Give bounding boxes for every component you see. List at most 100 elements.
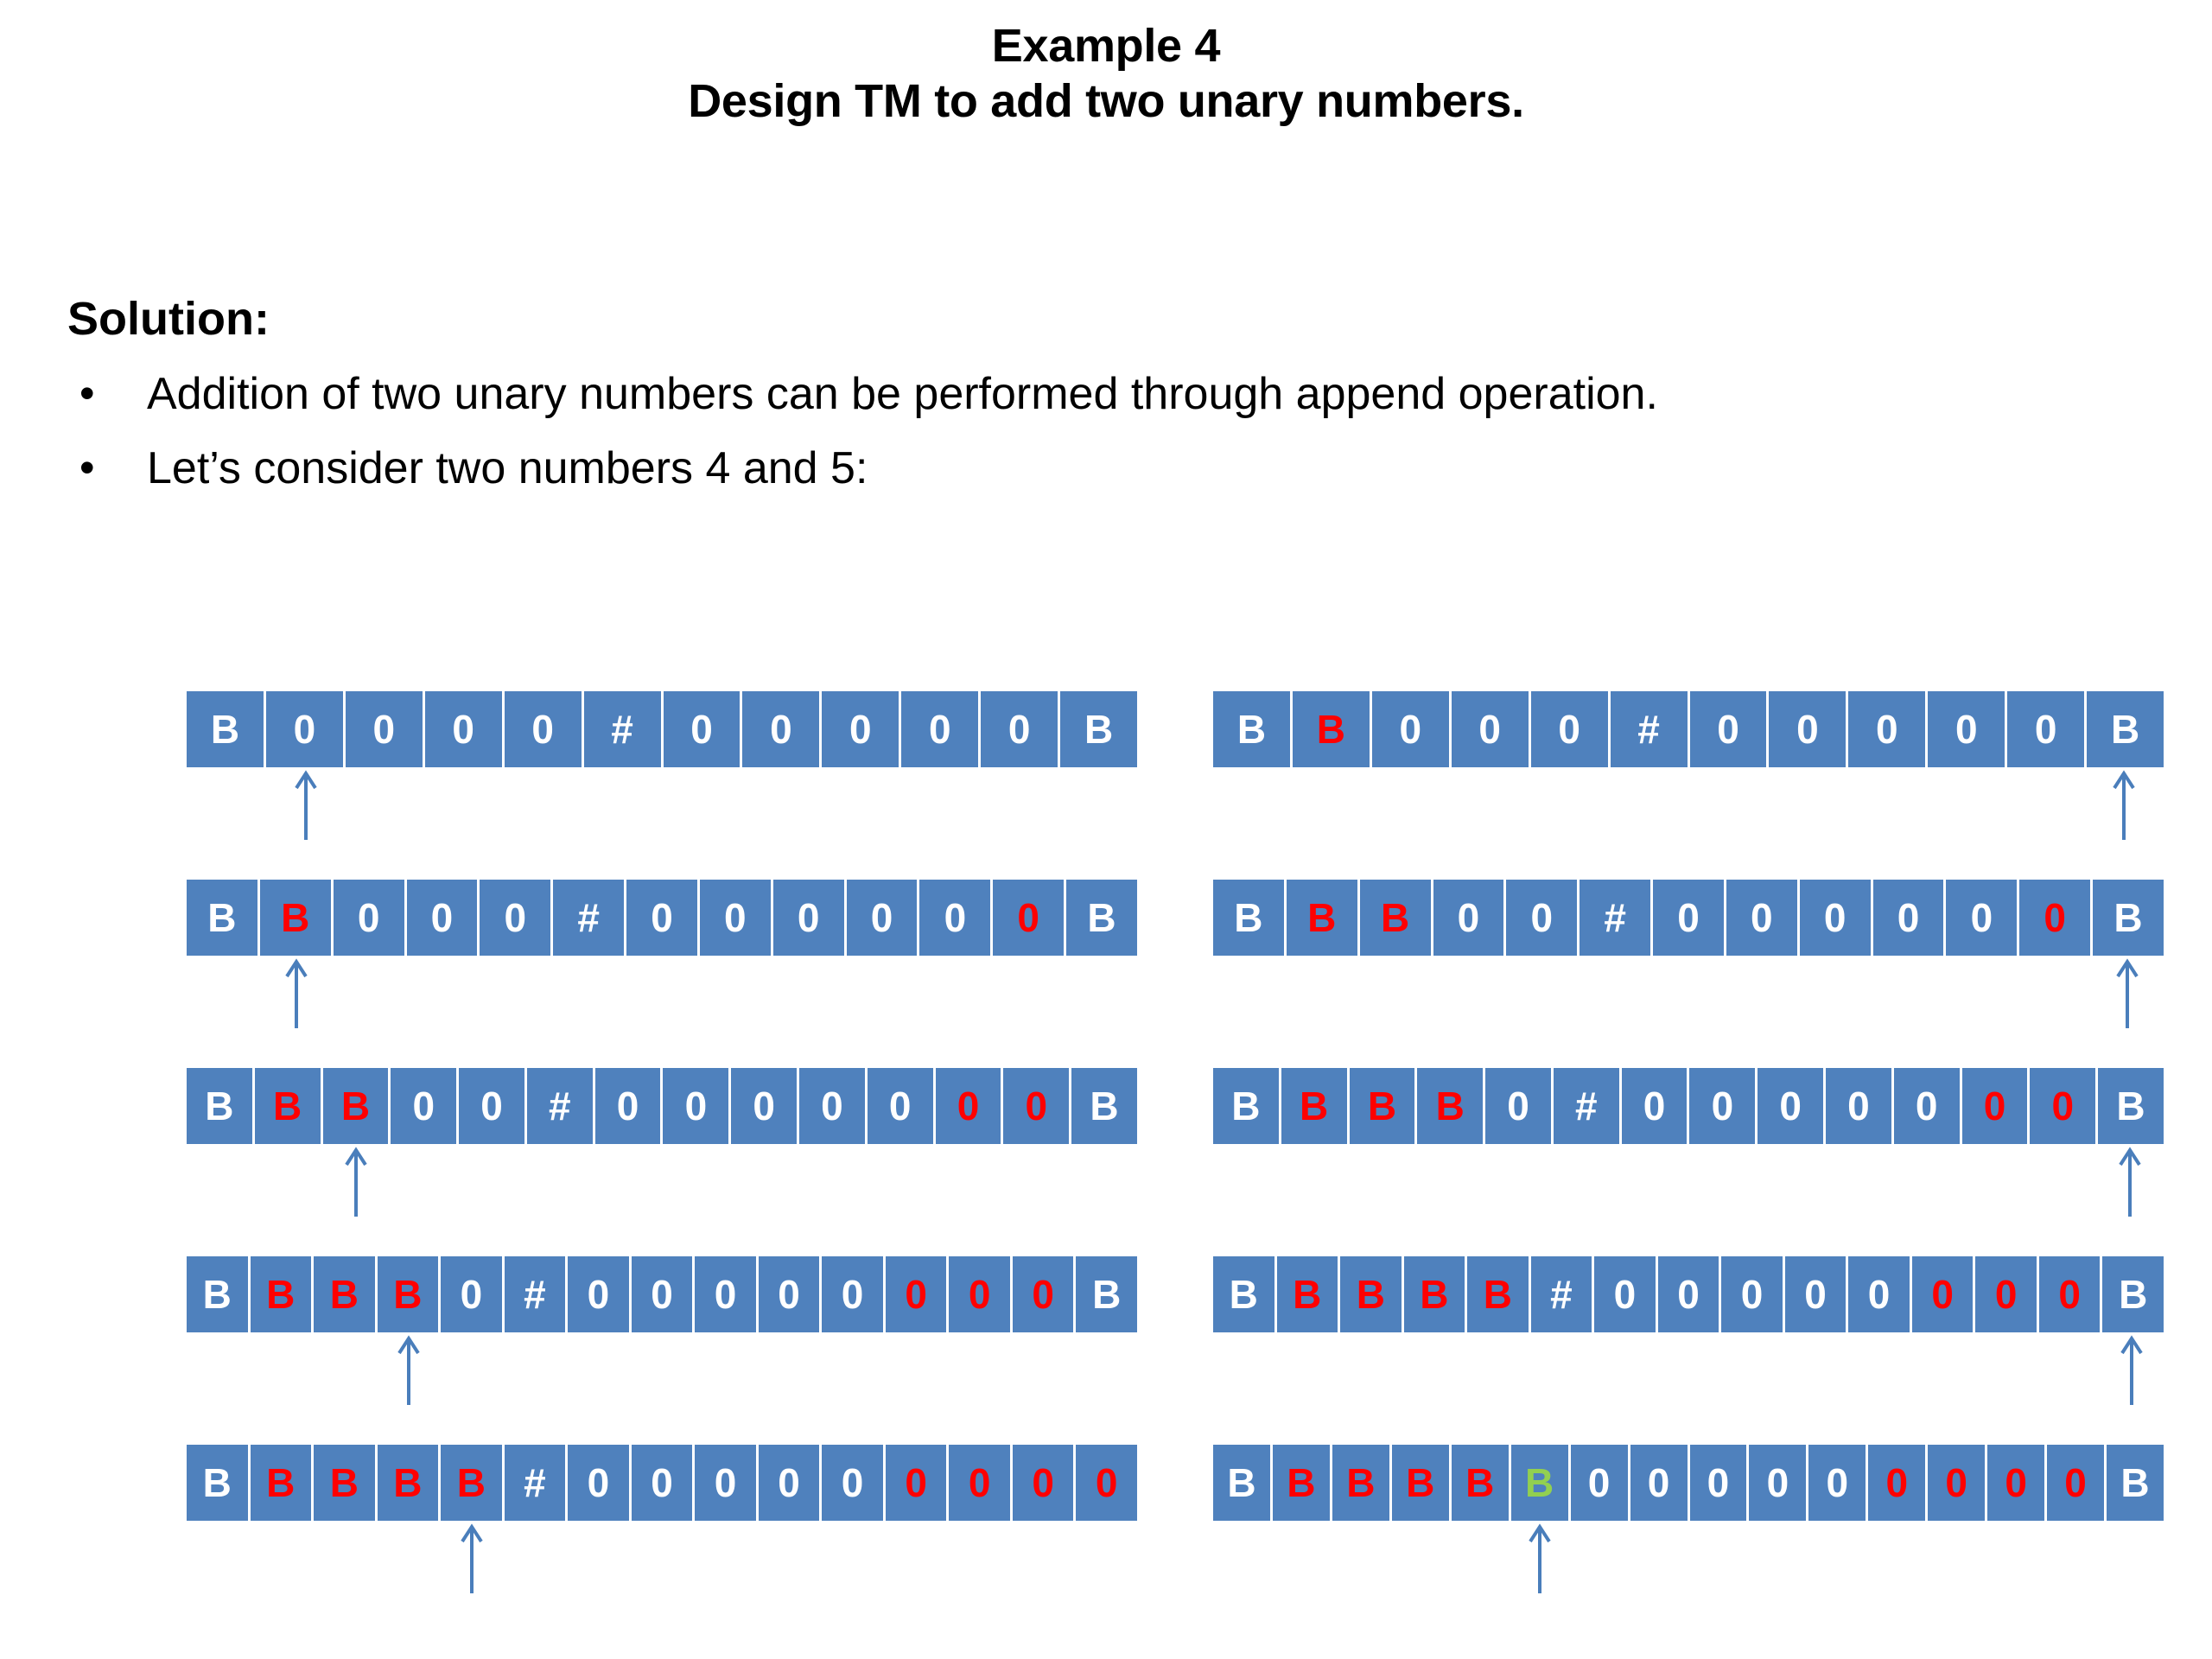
tape-cell: B: [322, 1068, 391, 1144]
tape-cell: B: [1359, 880, 1433, 956]
tape-cell: 0: [2030, 1068, 2099, 1144]
tape-cell: B: [1281, 1068, 1350, 1144]
tape-cell: B: [2093, 880, 2164, 956]
tape-head-pointer-icon: [2114, 1332, 2149, 1405]
tape-cell: 0: [758, 1445, 823, 1521]
bullet-item-2: • Let’s consider two numbers 4 and 5:: [67, 442, 2141, 496]
tape-cell: 0: [1808, 1445, 1869, 1521]
bullet-item-1: • Addition of two unary numbers can be p…: [67, 367, 2141, 422]
tape-cell: #: [1610, 691, 1690, 767]
tape-cell: 0: [901, 691, 982, 767]
tape-cell: 0: [981, 691, 1061, 767]
tape-cell: B: [1332, 1445, 1392, 1521]
tape-cell: 0: [949, 1445, 1013, 1521]
tape-cell: 0: [1657, 1256, 1722, 1332]
tape-cell: 0: [2019, 880, 2094, 956]
tape-cell: 0: [1872, 880, 1947, 956]
tape-cell: B: [1286, 880, 1360, 956]
tape-cell: B: [1467, 1256, 1531, 1332]
tape-cell: 0: [1961, 1068, 2031, 1144]
tape-cell: 0: [742, 691, 823, 767]
tape-cell: #: [1553, 1068, 1622, 1144]
tape-cell: 0: [1987, 1445, 2048, 1521]
tape-cell: 0: [594, 1068, 664, 1144]
tape-cell: B: [377, 1445, 442, 1521]
tape-cell: 0: [1653, 880, 1726, 956]
tape-cell: #: [1580, 880, 1654, 956]
tape-cell: 0: [993, 880, 1067, 956]
tape-cell: 0: [1506, 880, 1580, 956]
tape-cell: B: [1349, 1068, 1418, 1144]
tape-cell: B: [187, 691, 266, 767]
tape-cell: 0: [459, 1068, 527, 1144]
tape-cell: 0: [1689, 1445, 1750, 1521]
tape-cell: #: [504, 1256, 569, 1332]
tape-cell: B: [2087, 691, 2164, 767]
tape-cell: B: [1213, 691, 1293, 767]
bullet-text-1: Addition of two unary numbers can be per…: [147, 369, 1658, 420]
tape-cell: 0: [1530, 691, 1611, 767]
tape-cell: 0: [846, 880, 920, 956]
tape-cell: B: [1391, 1445, 1452, 1521]
tape-cell: 0: [568, 1256, 632, 1332]
tape-cell: 0: [1485, 1068, 1554, 1144]
bullet-text-2: Let’s consider two numbers 4 and 5:: [147, 442, 868, 493]
tape-cell: 0: [631, 1445, 696, 1521]
tape-head-pointer-icon: [339, 1144, 373, 1217]
tape-cell: 0: [695, 1445, 759, 1521]
tape-cell: B: [1066, 880, 1137, 956]
tape-cell: 0: [949, 1256, 1013, 1332]
tape-cell: 0: [480, 880, 554, 956]
tape-cell: 0: [1826, 1068, 1894, 1144]
tape-cell: 0: [1594, 1256, 1658, 1332]
tape-cell: 0: [919, 880, 994, 956]
tape-cell: B: [250, 1445, 315, 1521]
tape-cell: B: [259, 880, 334, 956]
slide-title-block: Example 4 Design TM to add two unary num…: [0, 0, 2212, 129]
tape-cell: 0: [695, 1256, 759, 1332]
tape-cell: 0: [1012, 1445, 1077, 1521]
tape-cell: B: [1292, 691, 1372, 767]
tape-cell: B: [1340, 1256, 1404, 1332]
tape-cell: 0: [1433, 880, 1507, 956]
tape-cell: B: [187, 1068, 255, 1144]
tape-cell: #: [504, 1445, 569, 1521]
tape-cell: B: [2098, 1068, 2164, 1144]
page-title: Example 4: [991, 20, 1221, 72]
tape-head-pointer-icon: [1522, 1521, 1557, 1593]
tape-cell: #: [526, 1068, 595, 1144]
tape-cell: 0: [1689, 1068, 1758, 1144]
tape-cell: 0: [935, 1068, 1004, 1144]
tape-head-pointer-icon: [289, 767, 323, 840]
tape-cell: B: [1060, 691, 1138, 767]
tape-cell: B: [1071, 1068, 1137, 1144]
tape-cell: 0: [885, 1256, 950, 1332]
tape-cell: 0: [1758, 1068, 1827, 1144]
tape-cell: 0: [1451, 691, 1531, 767]
tape-cell: B: [250, 1256, 315, 1332]
tape-cell: 0: [631, 1256, 696, 1332]
tape-cell: 0: [1371, 691, 1452, 767]
tape-cell: 0: [1076, 1445, 1137, 1521]
tape-cell: 0: [441, 1256, 505, 1332]
tape-cell: 0: [2038, 1256, 2103, 1332]
tape-cell: 0: [1893, 1068, 1962, 1144]
tape-cell: 0: [1928, 1445, 1988, 1521]
tape-cell: B: [1276, 1256, 1341, 1332]
tape-cell: 0: [663, 691, 743, 767]
tape-cell: B: [1076, 1256, 1137, 1332]
